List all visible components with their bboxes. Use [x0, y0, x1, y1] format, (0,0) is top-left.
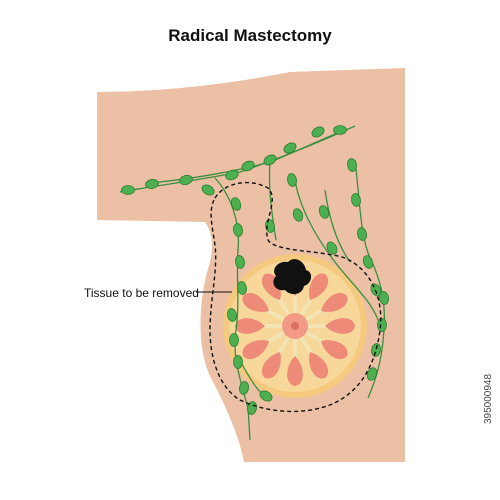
lymph-node-icon — [259, 390, 273, 402]
lymph-node-icon — [283, 142, 297, 154]
lymph-node-icon — [311, 126, 325, 138]
lobule — [304, 292, 348, 322]
lymph-node-icon — [239, 381, 249, 395]
lymph-node-icon — [229, 333, 239, 347]
lymph-node-icon — [377, 318, 387, 332]
lymph-node-icon — [326, 241, 338, 255]
lymph-node-icon — [366, 367, 378, 381]
lymph-node-icon — [225, 169, 239, 181]
lobule — [299, 335, 329, 379]
removal-boundary — [209, 181, 382, 413]
lymph-node-icon — [145, 179, 159, 189]
lymph-node-icon — [233, 223, 243, 237]
lobule — [307, 318, 355, 334]
lymph-node-icon — [247, 401, 257, 415]
lymph-node-icon — [333, 125, 347, 135]
lobule — [287, 338, 303, 386]
lymph-node-icon — [237, 281, 247, 295]
lymph-node-icon — [357, 227, 367, 241]
lymph-node-icon — [292, 208, 304, 222]
lymph-node-icon — [233, 355, 243, 369]
lymph-node-icon — [230, 197, 242, 211]
lobule — [261, 335, 291, 379]
lymph-node-icon — [318, 205, 330, 219]
lymph-node-icon — [201, 184, 215, 196]
lobule — [242, 292, 286, 322]
lymph-node-icon — [371, 343, 381, 357]
stock-id: 395000948 — [483, 373, 494, 424]
lymph-node-icon — [121, 185, 135, 195]
annotation-label: Tissue to be removed — [84, 286, 199, 300]
tumor-icon — [273, 259, 312, 295]
page-title: Radical Mastectomy — [168, 26, 332, 45]
mammary-gland — [223, 254, 367, 398]
lobule — [299, 273, 329, 317]
lymph-node-icon — [347, 158, 357, 172]
lymph-node-icon — [351, 193, 361, 207]
lymph-node-icon — [241, 160, 255, 172]
lobule — [304, 330, 348, 360]
lymph-node-icon — [362, 255, 374, 269]
lobule — [235, 318, 283, 334]
lymph-node-icon — [179, 174, 193, 186]
lymph-node-icon — [287, 173, 297, 187]
lymph-node-icon — [235, 255, 245, 269]
lymph-node-icon — [379, 291, 389, 305]
lymph-node-icon — [227, 308, 237, 322]
lymph-node-icon — [263, 154, 277, 166]
lobule — [242, 330, 286, 360]
